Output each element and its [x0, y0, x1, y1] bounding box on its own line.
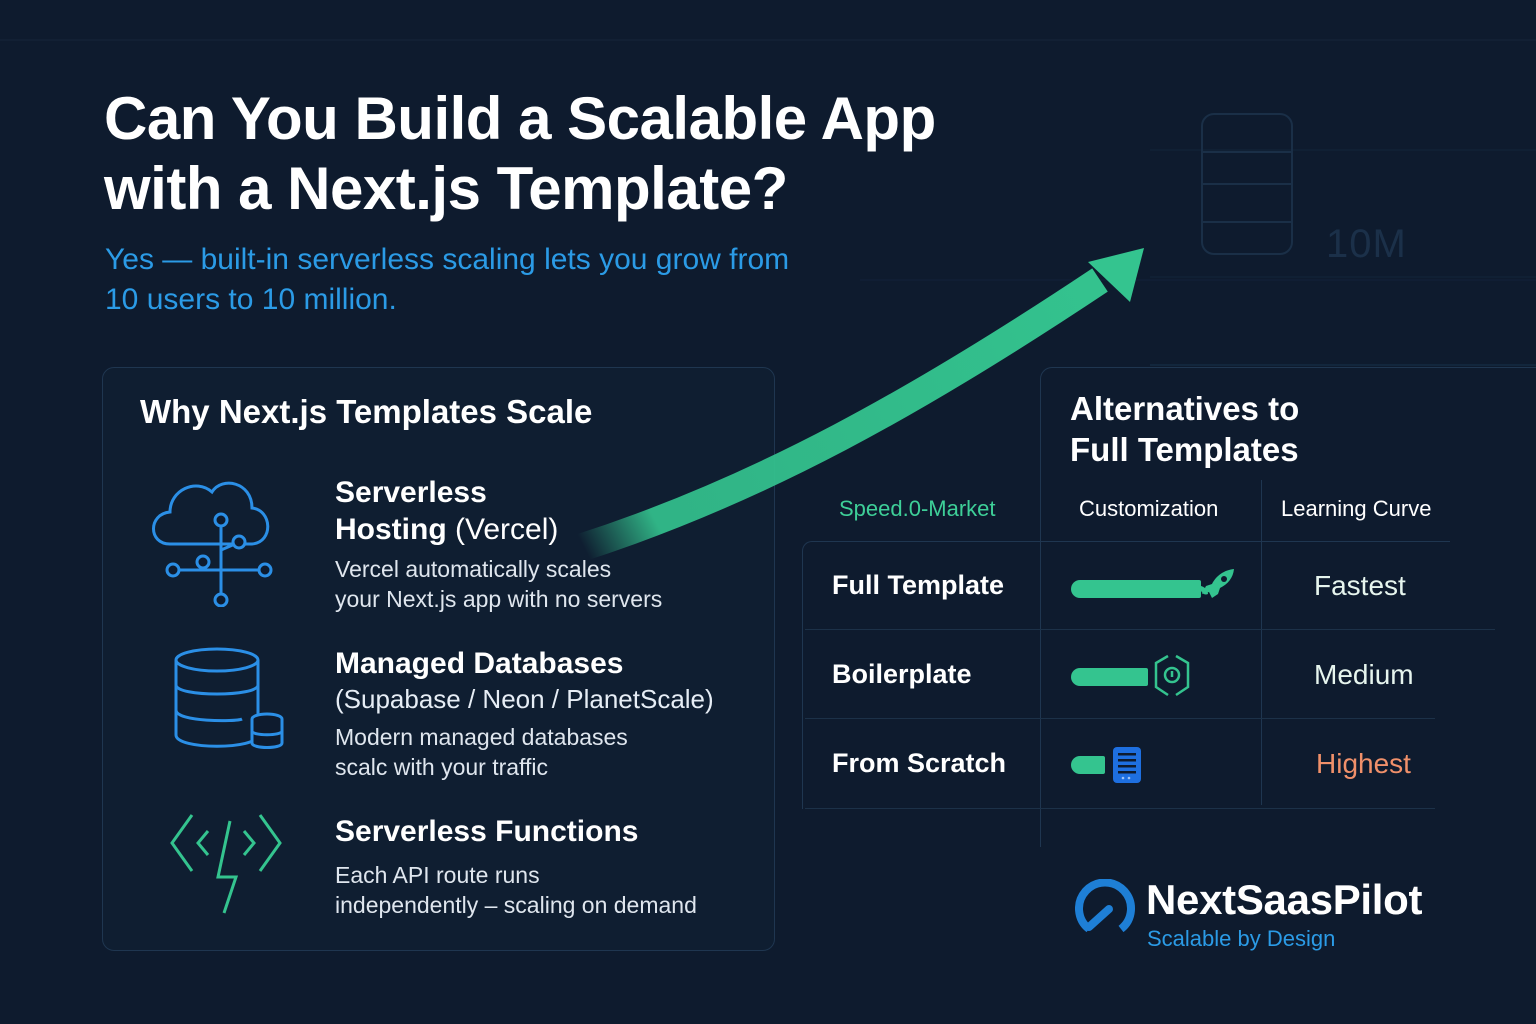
feature-title: Serverless Functions	[335, 815, 639, 848]
speed-bar-boilerplate	[1071, 668, 1148, 686]
cloud-network-icon	[152, 481, 273, 607]
rocket-icon	[1200, 569, 1234, 598]
code-lightning-icon	[170, 814, 282, 914]
feature-subtitle: (Supabase / Neon / PlanetScale)	[335, 684, 714, 714]
feature-serverless-functions: Serverless Functions Each API route runs…	[140, 813, 760, 923]
feature-title: Serverless Hosting (Vercel)	[335, 476, 559, 546]
subtitle: Yes — built-in serverless scaling lets y…	[105, 240, 885, 320]
title-line-2: with a Next.js Template?	[104, 155, 788, 222]
feature-serverless-hosting: Serverless Hosting (Vercel) Vercel autom…	[140, 472, 760, 612]
feature-title: Managed Databases	[335, 647, 624, 680]
page-title: Can You Build a Scalable App with a Next…	[104, 84, 1004, 224]
speed-bar-full-template	[1071, 580, 1201, 598]
column-divider	[1261, 480, 1262, 805]
column-header-customization: Customization	[1079, 496, 1219, 521]
ghost-10m-label: 10M	[1326, 222, 1407, 266]
table-row-label: From Scratch	[832, 748, 1007, 778]
subtitle-line-1: Yes — built-in serverless scaling lets y…	[105, 243, 790, 276]
comparison-table	[802, 541, 1450, 809]
server-icon	[1113, 747, 1141, 783]
learning-curve-value: Highest	[1316, 748, 1411, 779]
gear-hex-icon	[1154, 654, 1190, 697]
speed-bar-from-scratch	[1071, 756, 1105, 774]
gauge-logo-icon	[1075, 879, 1135, 933]
feature-description: Modern managed databases scalc with your…	[335, 724, 628, 780]
subtitle-line-2: 10 users to 10 million.	[105, 283, 397, 316]
row-divider	[805, 808, 1435, 809]
title-line-1: Can You Build a Scalable App	[104, 85, 936, 152]
feature-description: Each API route runs independently – scal…	[335, 862, 697, 918]
column-header-learning-curve: Learning Curve	[1281, 496, 1432, 521]
learning-curve-value: Fastest	[1314, 570, 1406, 601]
table-row-label: Boilerplate	[832, 659, 972, 689]
feature-managed-databases: Managed Databases (Supabase / Neon / Pla…	[140, 645, 760, 785]
feature-description: Vercel automatically scales your Next.js…	[335, 556, 663, 612]
alternatives-title: Alternatives to Full Templates	[1070, 390, 1300, 468]
learning-curve-value: Medium	[1314, 659, 1414, 690]
row-divider	[805, 718, 1435, 719]
ghost-database-icon	[1201, 113, 1293, 255]
column-header-speed: Speed.0-Market	[839, 496, 996, 521]
brand-name: NextSaasPilot	[1146, 876, 1423, 923]
column-divider	[1040, 540, 1041, 808]
row-divider	[805, 629, 1495, 630]
database-icon	[174, 647, 284, 749]
why-card-title: Why Next.js Templates Scale	[140, 393, 593, 430]
brand-tagline: Scalable by Design	[1147, 926, 1336, 951]
table-row-label: Full Template	[832, 570, 1005, 600]
